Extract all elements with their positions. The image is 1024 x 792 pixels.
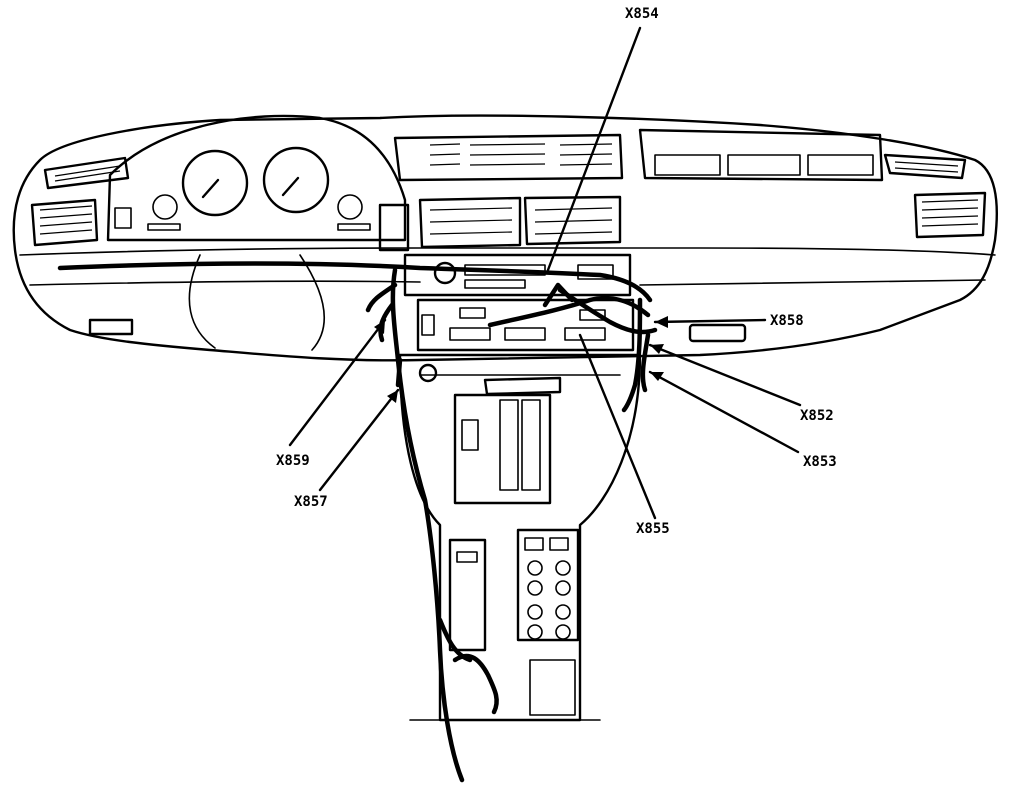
leader-x855 <box>578 333 657 520</box>
wiring-harness <box>57 261 658 783</box>
radio-climate-panel <box>403 253 635 352</box>
speedometer-icon <box>181 149 249 217</box>
label-x857: X857 <box>294 494 328 510</box>
center-vents <box>378 195 622 252</box>
leader-x853 <box>648 370 800 454</box>
connector-labels: X854 X858 X852 X853 X855 X859 X857 <box>276 6 837 537</box>
leader-x857 <box>318 388 400 492</box>
leader-lines <box>288 26 802 520</box>
label-x855: X855 <box>636 521 670 537</box>
leader-x859 <box>288 318 387 447</box>
label-x852: X852 <box>800 408 834 424</box>
label-x858: X858 <box>770 313 804 329</box>
center-console <box>398 353 642 722</box>
dashboard-outline <box>12 114 998 362</box>
leader-x858 <box>653 318 767 324</box>
instrument-cluster <box>106 114 407 351</box>
leader-x854 <box>546 26 642 272</box>
label-x859: X859 <box>276 453 310 469</box>
leader-x852 <box>648 343 802 407</box>
label-x854: X854 <box>625 6 659 22</box>
label-x853: X853 <box>803 454 837 470</box>
tachometer-icon <box>262 146 330 214</box>
